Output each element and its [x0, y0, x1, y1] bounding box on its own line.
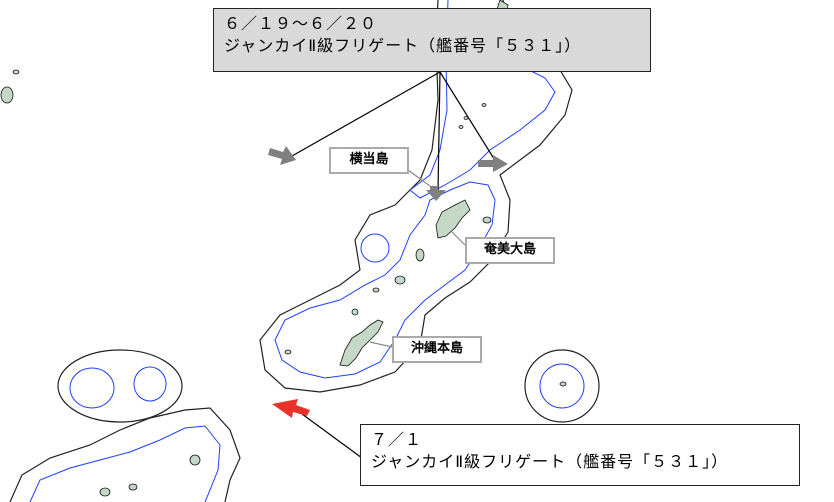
territorial-sea-amami-okinawa	[274, 181, 496, 379]
tokara-island-2	[458, 125, 464, 129]
okinoerabu	[394, 275, 406, 285]
tokunoshima	[415, 248, 425, 262]
sakishima-island-2	[128, 483, 138, 491]
connector-top-to-east-arrow	[439, 71, 497, 163]
place-label-yokoate: 横当島	[329, 147, 409, 174]
territorial-sea-west-island-2	[133, 366, 167, 402]
annotation-june-date: ６／１９～６／２０	[224, 14, 378, 33]
yoron	[372, 287, 380, 293]
annotation-connector-lines	[291, 71, 497, 459]
connector-top-to-west-arrow	[291, 71, 441, 157]
connector-top-to-south-arrow	[437, 71, 441, 193]
land-masses	[0, 0, 567, 497]
okinawa-main-island	[339, 319, 384, 367]
contiguous-zone-west-islands	[57, 349, 183, 423]
annotation-june-vessel: ジャンカイⅡ級フリゲート（艦番号「５３１」）	[224, 36, 582, 55]
contiguous-zone-main-arc	[259, 0, 573, 393]
kume-island	[284, 349, 292, 355]
leader-okinawa	[369, 341, 393, 348]
contiguous-zone-east-islands	[524, 349, 600, 423]
place-label-okinawa: 沖縄本島	[392, 336, 482, 363]
contiguous-zone-boundary	[9, 0, 600, 502]
connector-bottom-to-red-arrow	[301, 413, 363, 459]
arrow-past-south-icon	[426, 186, 446, 201]
territorial-sea-sakishima	[29, 425, 221, 502]
sakishima-island-3	[99, 487, 111, 497]
contiguous-zone-sakishima	[9, 407, 241, 502]
annotation-box-july: ７／１ ジャンカイⅡ級フリゲート（艦番号「５３１」）	[360, 424, 800, 486]
amami-oshima	[435, 199, 471, 239]
territorial-sea-east-islands	[539, 363, 585, 409]
leader-amami	[451, 231, 466, 246]
annotation-box-june: ６／１９～６／２０ ジャンカイⅡ級フリゲート（艦番号「５３１」）	[213, 8, 651, 72]
arrow-past-east-icon	[478, 155, 508, 172]
annotation-july-date: ７／１	[371, 430, 423, 449]
iheya-island	[351, 308, 359, 316]
tokara-island-3	[481, 103, 487, 107]
vessel-arrows	[268, 146, 508, 418]
label-leader-lines	[369, 169, 466, 348]
arrow-current-red-icon	[272, 399, 310, 418]
place-label-amami: 奄美大島	[465, 237, 555, 264]
east-island-small	[559, 381, 567, 387]
territorial-sea-small-island-a	[360, 233, 390, 263]
kikai-jima	[482, 216, 492, 224]
leader-yokoate	[407, 169, 431, 187]
northwest-island-2	[12, 69, 20, 75]
northwest-island-1	[0, 86, 14, 104]
miyako-island	[189, 454, 201, 466]
annotation-july-vessel: ジャンカイⅡ級フリゲート（艦番号「５３１」）	[371, 452, 729, 471]
territorial-sea-west-island-1	[69, 367, 115, 409]
arrow-past-west-icon	[268, 146, 296, 165]
